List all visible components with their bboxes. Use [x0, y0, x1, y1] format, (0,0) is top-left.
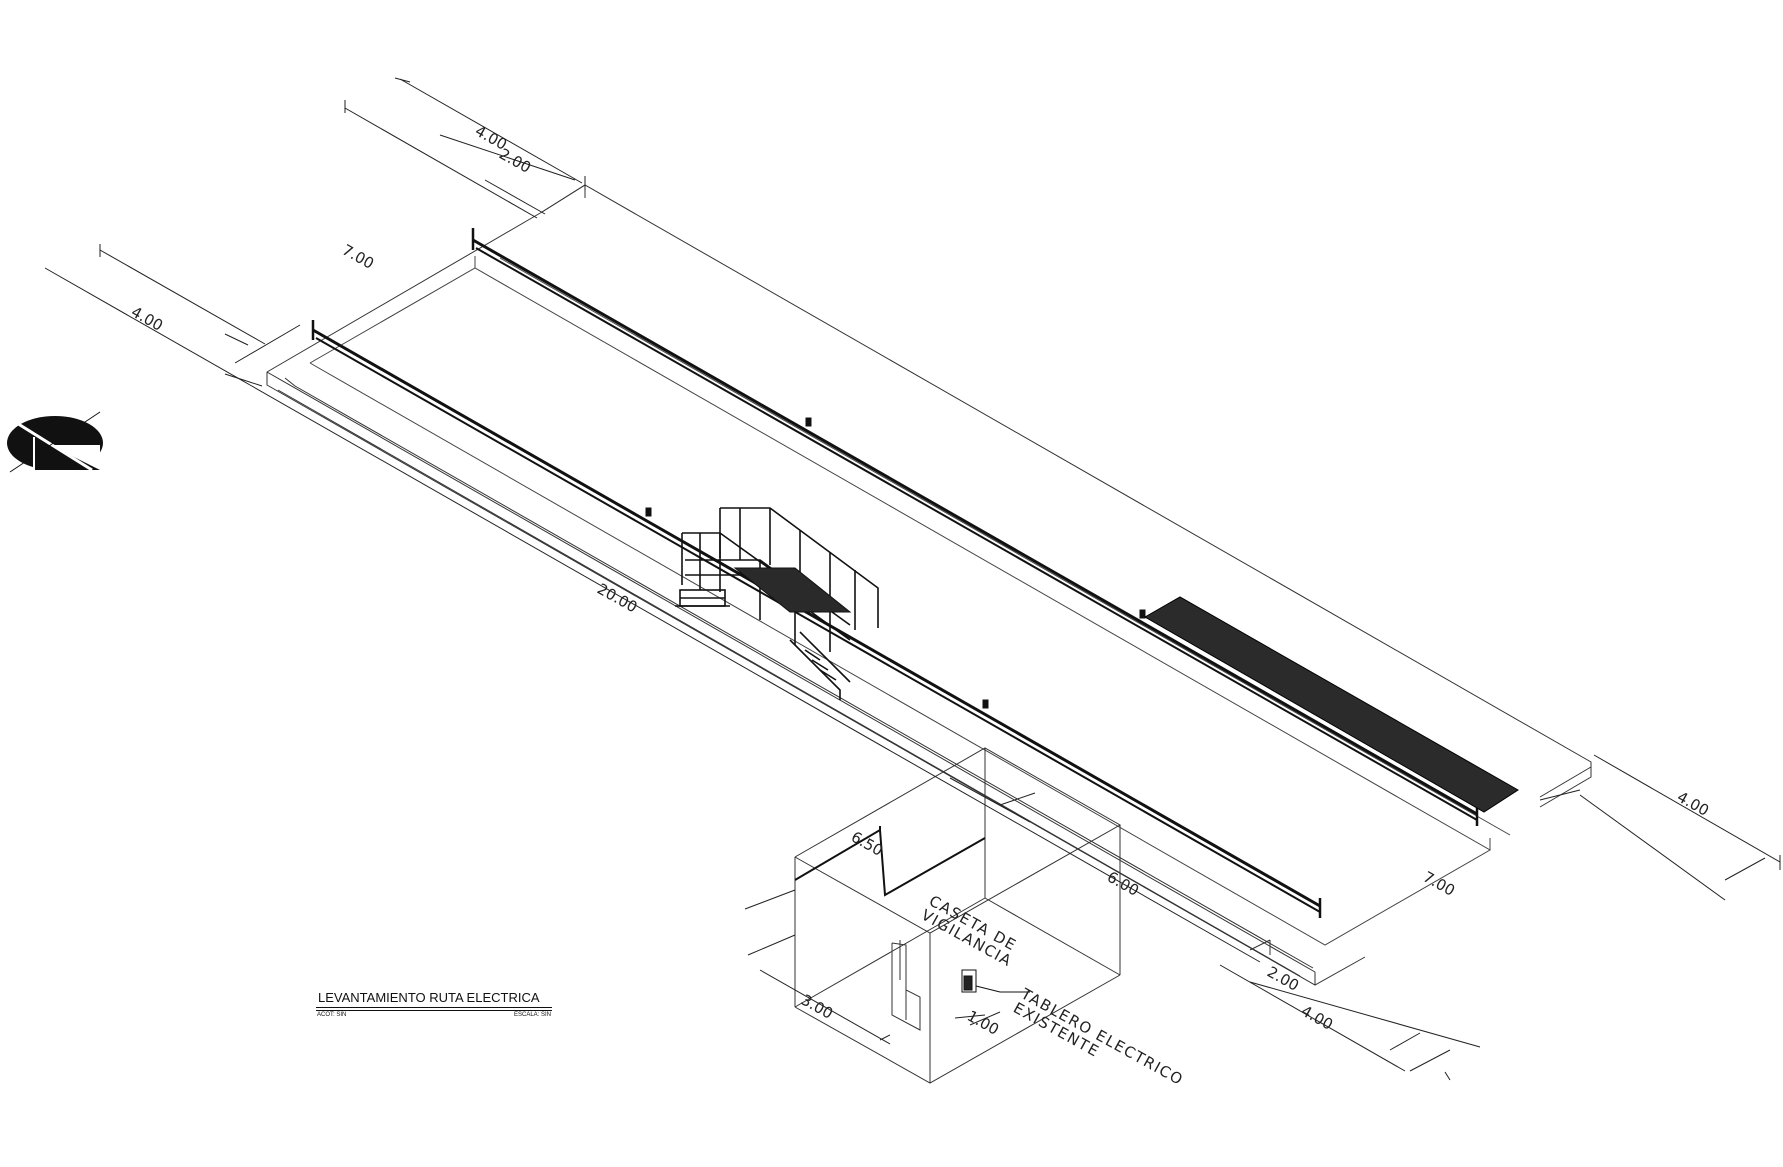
dim-bottom-4: 4.00: [1298, 1002, 1336, 1034]
stair-deck: [733, 567, 852, 613]
title-block: LEVANTAMIENTO RUTA ELECTRICA ACOT: SIN E…: [316, 990, 552, 1018]
tablero-label-line1: TABLERO ELECTRICO: [1017, 984, 1187, 1089]
rail-right: [471, 228, 1479, 826]
electrical-panel: [961, 969, 1030, 993]
dim-caseta-100: 1.00: [964, 1007, 1002, 1039]
dimension-lines: [44, 77, 1781, 1081]
title-rule: [316, 1007, 552, 1008]
dim-caseta-600: 6.00: [1104, 868, 1142, 900]
drawing-title: LEVANTAMIENTO RUTA ELECTRICA: [318, 990, 540, 1005]
dim-top-2: 2.00: [496, 145, 534, 177]
stair-bridge: [675, 507, 879, 700]
booth-wall-cut: [794, 826, 986, 897]
title-rule-thin: [316, 1010, 552, 1011]
dim-right-4: 4.00: [1674, 788, 1712, 820]
tablero-label: TABLERO ELECTRICO EXISTENTE: [1010, 984, 1187, 1089]
guard-booth: [794, 747, 1122, 1084]
north-arrow-icon: [7, 411, 103, 473]
escala-text: ESCALA: SIN: [513, 1012, 551, 1018]
acot-text: ACOT: SIN: [317, 1012, 347, 1018]
dim-bottom-2: 2.00: [1264, 963, 1302, 995]
dim-caseta-300: 3.00: [798, 991, 836, 1023]
booth-door: [891, 940, 921, 1031]
grating-platform: [1143, 596, 1519, 813]
rail-area-outline: [309, 256, 1511, 946]
dim-left-7: 7.00: [339, 241, 377, 273]
dim-right-7: 7.00: [1420, 868, 1458, 900]
dim-left-4: 4.00: [128, 303, 166, 335]
rail-left: [311, 320, 1322, 918]
title-subrow: ACOT: SIN ESCALA: SIN: [316, 1012, 552, 1018]
slab-outline: [266, 184, 1592, 986]
